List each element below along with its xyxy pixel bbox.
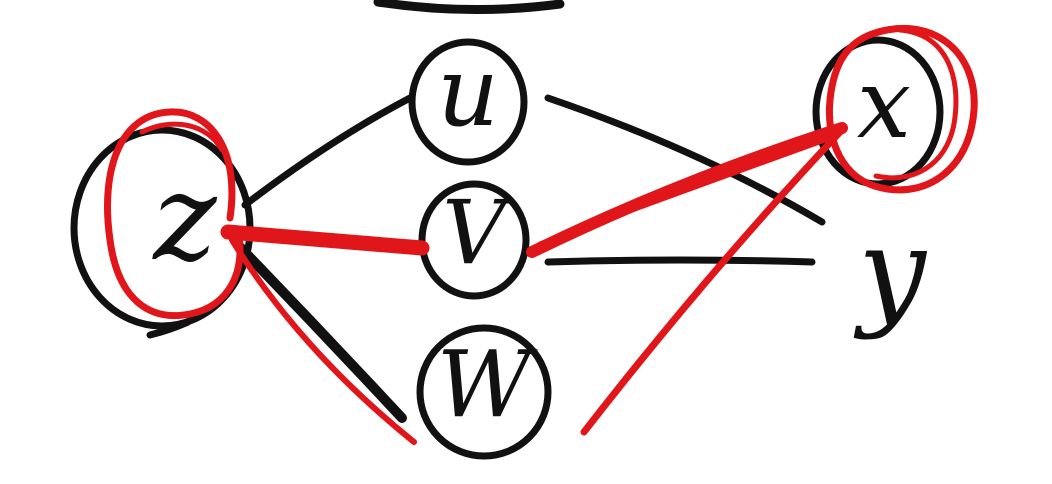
- black-edges: [233, 94, 826, 423]
- node-v: V: [418, 180, 530, 300]
- edge-v-y: [544, 256, 816, 266]
- edge-v-x-red-second-stroke: [537, 133, 839, 247]
- red-circle-x-loop-inner: [873, 27, 959, 181]
- edge-w-x-red: [580, 128, 844, 436]
- red-circle-z: [104, 108, 244, 319]
- red-circle-z-loop-inner: [139, 121, 225, 153]
- red-edges: [220, 122, 848, 445]
- node-z-label: z: [151, 149, 217, 288]
- node-v-label: V: [442, 181, 514, 284]
- edge-u-y: [544, 94, 826, 226]
- edge-z-w-red: [229, 237, 417, 445]
- node-w-circle: [416, 324, 552, 460]
- node-x-label: x: [857, 48, 911, 160]
- node-z-tail: [146, 318, 192, 339]
- node-w-label: W: [437, 331, 538, 438]
- red-circle-x: [825, 25, 978, 194]
- top-cropped-scribble: [373, 0, 565, 15]
- node-u-circle: [408, 38, 528, 166]
- edge-z-u: [241, 94, 414, 209]
- node-y: y: [853, 203, 928, 342]
- node-u: u: [408, 36, 528, 166]
- node-v-circle: [418, 180, 530, 300]
- node-u-label: u: [437, 36, 499, 148]
- edge-z-v-red: [220, 224, 430, 256]
- node-x: x: [812, 36, 944, 188]
- node-y-label: y: [853, 203, 928, 342]
- red-circle-z-loop: [104, 108, 244, 319]
- node-w: W: [416, 324, 552, 460]
- red-circle-x-loop-outer: [825, 25, 978, 194]
- edge-z-w-black: [233, 240, 407, 423]
